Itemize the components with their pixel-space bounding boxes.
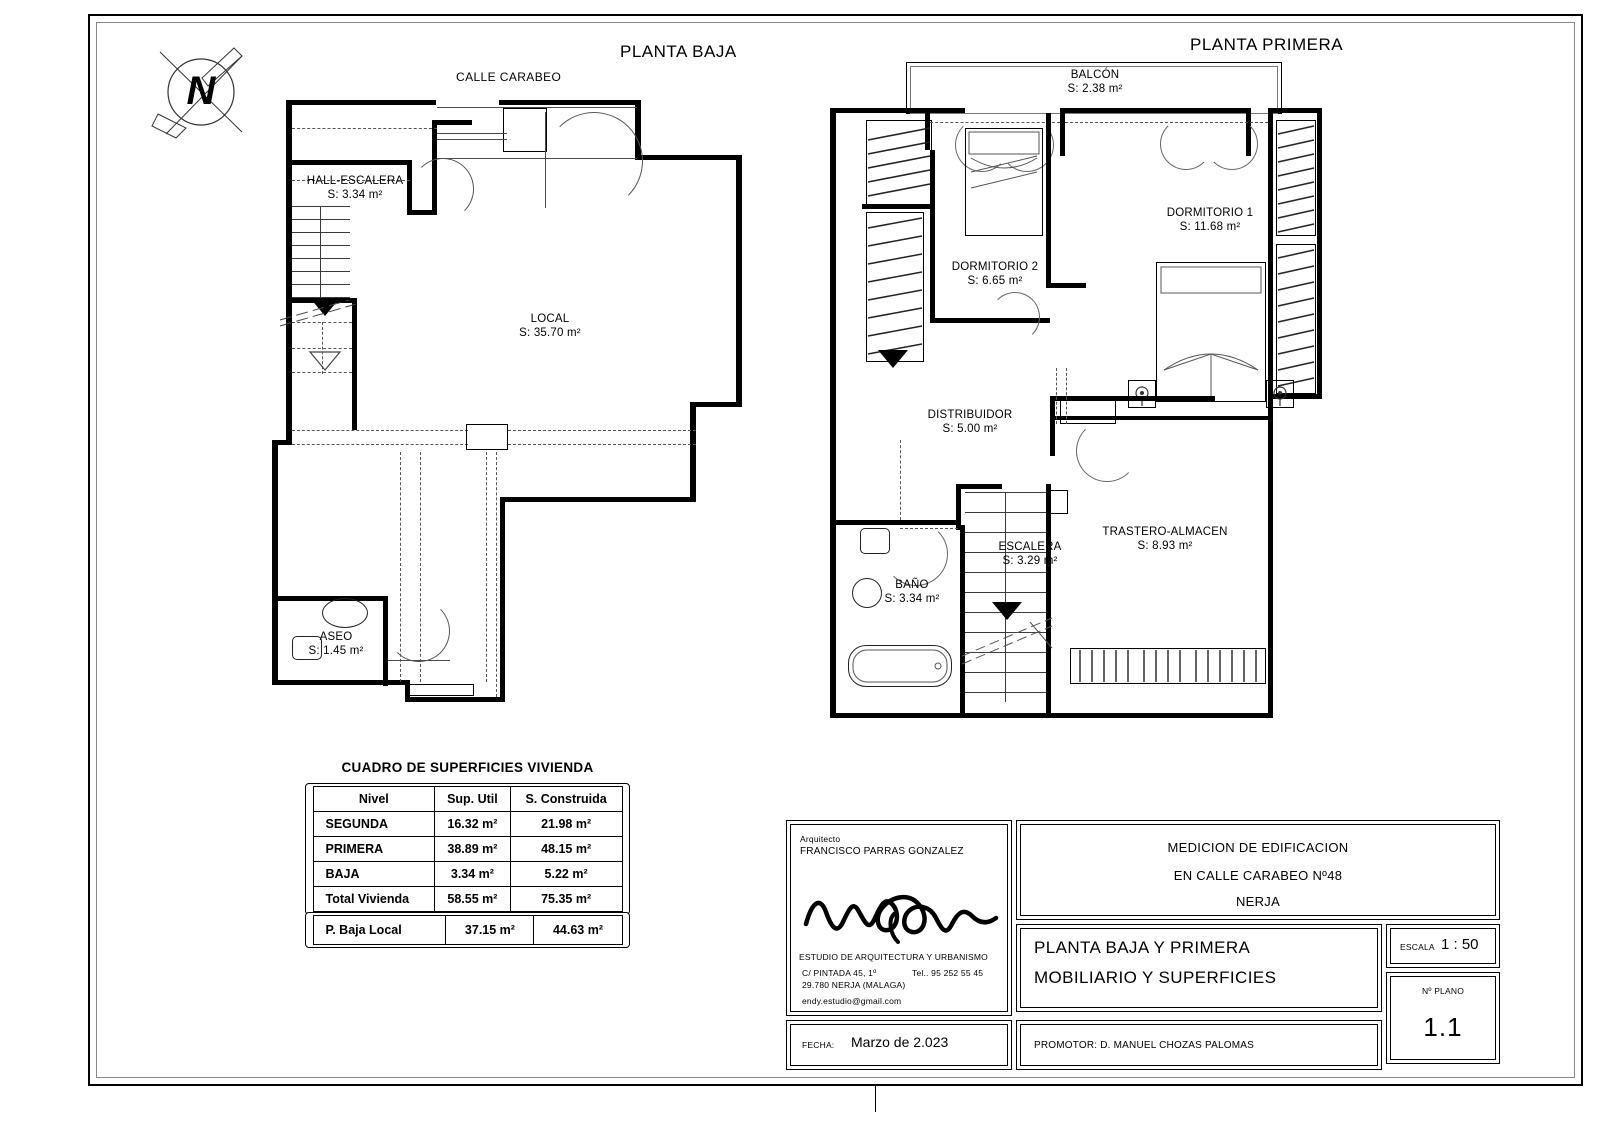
cell-level: PRIMERA bbox=[312, 836, 436, 862]
north-arrow-compass: N bbox=[146, 42, 256, 146]
stair-hatch-right-lower bbox=[1276, 244, 1316, 394]
room-label-escalera: ESCALERA S: 3.29 m² bbox=[998, 541, 1062, 568]
architect-signature bbox=[803, 895, 999, 944]
drawing-title-line-1: PLANTA BAJA Y PRIMERA bbox=[1034, 938, 1251, 957]
room-label-dormitorio-1: DORMITORIO 1 S: 11.68 m² bbox=[1166, 207, 1254, 234]
date-panel-inner bbox=[790, 1024, 1008, 1066]
cell-util: 58.55 m² bbox=[434, 886, 511, 912]
table-row-total: Total Vivienda 58.55 m² 75.35 m² bbox=[312, 886, 623, 912]
cell-util: 38.89 m² bbox=[434, 836, 511, 862]
studio-address-line2: 29.780 NERJA (MALAGA) bbox=[802, 980, 906, 990]
room-label-distribuidor: DISTRIBUIDOR S: 5.00 m² bbox=[927, 409, 1013, 436]
compass-north-letter: N bbox=[187, 69, 217, 113]
cell-level: P. Baja Local bbox=[312, 915, 447, 945]
room-label-bano: BAÑO S: 3.34 m² bbox=[884, 579, 940, 606]
project-line-2: EN CALLE CARABEO Nº48 bbox=[1173, 868, 1343, 883]
surfaces-table: Nivel Sup. Util S. Construida SEGUNDA 16… bbox=[312, 786, 623, 912]
room-label-local: LOCAL S: 35.70 m² bbox=[519, 313, 581, 340]
table-row: SEGUNDA 16.32 m² 21.98 m² bbox=[312, 811, 623, 837]
drawing-title-panel-inner bbox=[1020, 928, 1378, 1008]
room-label-balcon: BALCÓN S: 2.38 m² bbox=[1067, 69, 1123, 96]
stair-direction-arrow-left bbox=[878, 350, 908, 368]
studio-email: endy.estudio@gmail.com bbox=[802, 996, 902, 1006]
louver-hatch-trastero bbox=[1070, 648, 1266, 684]
sheet-frame-outer bbox=[88, 14, 1583, 1086]
room-label-trastero-almacen: TRASTERO-ALMACEN S: 8.93 m² bbox=[1102, 526, 1228, 553]
ground-stair-treads bbox=[292, 206, 350, 298]
toilet-fixture bbox=[292, 636, 322, 660]
cell-construida: 48.15 m² bbox=[509, 836, 623, 862]
bed-dormitorio-2 bbox=[965, 128, 1043, 236]
nightstand-right bbox=[1266, 380, 1294, 408]
room-label-dormitorio-2: DORMITORIO 2 S: 6.65 m² bbox=[951, 261, 1039, 288]
architect-name: FRANCISCO PARRAS GONZALEZ bbox=[800, 846, 964, 857]
cell-util: 3.34 m² bbox=[434, 861, 511, 887]
cell-construida: 5.22 m² bbox=[509, 861, 623, 887]
surfaces-table-block: CUADRO DE SUPERFICIES VIVIENDA Nivel Sup… bbox=[305, 760, 630, 915]
sheet-frame-inner bbox=[96, 22, 1575, 1078]
cell-util: 16.32 m² bbox=[434, 811, 511, 837]
first-floor-title: PLANTA PRIMERA bbox=[1190, 35, 1344, 54]
promoter-text: PROMOTOR: D. MANUEL CHOZAS PALOMAS bbox=[1034, 1040, 1254, 1051]
scale-panel-inner bbox=[1390, 928, 1496, 964]
surfaces-table-border: Nivel Sup. Util S. Construida SEGUNDA 16… bbox=[305, 783, 630, 915]
room-label-aseo: ASEO S: 1.45 m² bbox=[308, 631, 364, 658]
stair-newel-post bbox=[1046, 490, 1068, 514]
fold-mark bbox=[875, 1086, 876, 1112]
facade-window-opening bbox=[503, 108, 547, 152]
stair-direction-arrow-first bbox=[992, 602, 1022, 620]
room-label-hall-escalera: HALL-ESCALERA S: 3.34 m² bbox=[306, 175, 404, 202]
local-table-border: P. Baja Local 37.15 m² 44.63 m² bbox=[305, 912, 630, 948]
title-block: Arquitecto FRANCISCO PARRAS GONZALEZ EST… bbox=[786, 820, 1500, 1070]
studio-address-line1: C/ PINTADA 45, 1º bbox=[802, 968, 877, 978]
stair-hatch-right bbox=[1276, 120, 1316, 236]
bathtub-fixture bbox=[848, 645, 952, 687]
architect-label: Arquitecto bbox=[800, 834, 841, 844]
cell-construida: 44.63 m² bbox=[533, 915, 623, 945]
surfaces-table-title: CUADRO DE SUPERFICIES VIVIENDA bbox=[341, 760, 594, 775]
local-surface-block: P. Baja Local 37.15 m² 44.63 m² bbox=[305, 912, 630, 948]
sink-fixture bbox=[322, 598, 368, 628]
scale-label: ESCALA bbox=[1400, 942, 1435, 952]
street-label-calle-carabeo: CALLE CARABEO bbox=[456, 70, 562, 84]
rear-window-opening bbox=[408, 684, 474, 696]
bed-dormitorio-1 bbox=[1156, 262, 1266, 402]
cell-util: 37.15 m² bbox=[445, 915, 535, 945]
studio-phone: Tel.. 95 252 55 45 bbox=[912, 968, 984, 978]
drawing-title-line-2: MOBILIARIO Y SUPERFICIES bbox=[1034, 968, 1277, 987]
project-line-1: MEDICION DE EDIFICACION bbox=[1167, 840, 1349, 855]
cell-level: BAJA bbox=[312, 861, 436, 887]
cell-construida: 21.98 m² bbox=[509, 811, 623, 837]
col-header-s-construida: S. Construida bbox=[509, 786, 623, 812]
plan-number-label: Nº PLANO bbox=[1421, 986, 1465, 996]
cell-construida: 75.35 m² bbox=[509, 886, 623, 912]
balcony-inner-outline bbox=[910, 66, 1278, 114]
studio-name: ESTUDIO DE ARQUITECTURA Y URBANISMO bbox=[799, 952, 988, 962]
scale-value: 1 : 50 bbox=[1441, 936, 1479, 953]
plan-number-panel-inner bbox=[1390, 976, 1496, 1060]
nightstand-left bbox=[1128, 380, 1156, 408]
cell-level: SEGUNDA bbox=[312, 811, 436, 837]
date-label: FECHA: bbox=[802, 1040, 835, 1050]
corridor-opening bbox=[1060, 400, 1116, 424]
promoter-panel-inner bbox=[1020, 1024, 1378, 1066]
plan-number-value: 1.1 bbox=[1423, 1012, 1463, 1042]
structural-pillar bbox=[466, 424, 508, 450]
col-header-nivel: Nivel bbox=[312, 786, 436, 812]
table-row: BAJA 3.34 m² 5.22 m² bbox=[312, 861, 623, 887]
project-line-3: NERJA bbox=[1235, 894, 1281, 909]
sink-fixture-bath bbox=[852, 578, 882, 608]
table-header-row: Nivel Sup. Util S. Construida bbox=[312, 786, 623, 812]
project-panel-inner bbox=[1020, 824, 1496, 916]
cell-level: Total Vivienda bbox=[312, 886, 436, 912]
ground-floor-title: PLANTA BAJA bbox=[620, 42, 737, 61]
local-surface-table: P. Baja Local 37.15 m² 44.63 m² bbox=[312, 915, 623, 945]
col-header-sup-util: Sup. Util bbox=[434, 786, 511, 812]
date-value: Marzo de 2.023 bbox=[851, 1034, 949, 1050]
table-row-local: P. Baja Local 37.15 m² 44.63 m² bbox=[312, 915, 623, 945]
table-row: PRIMERA 38.89 m² 48.15 m² bbox=[312, 836, 623, 862]
